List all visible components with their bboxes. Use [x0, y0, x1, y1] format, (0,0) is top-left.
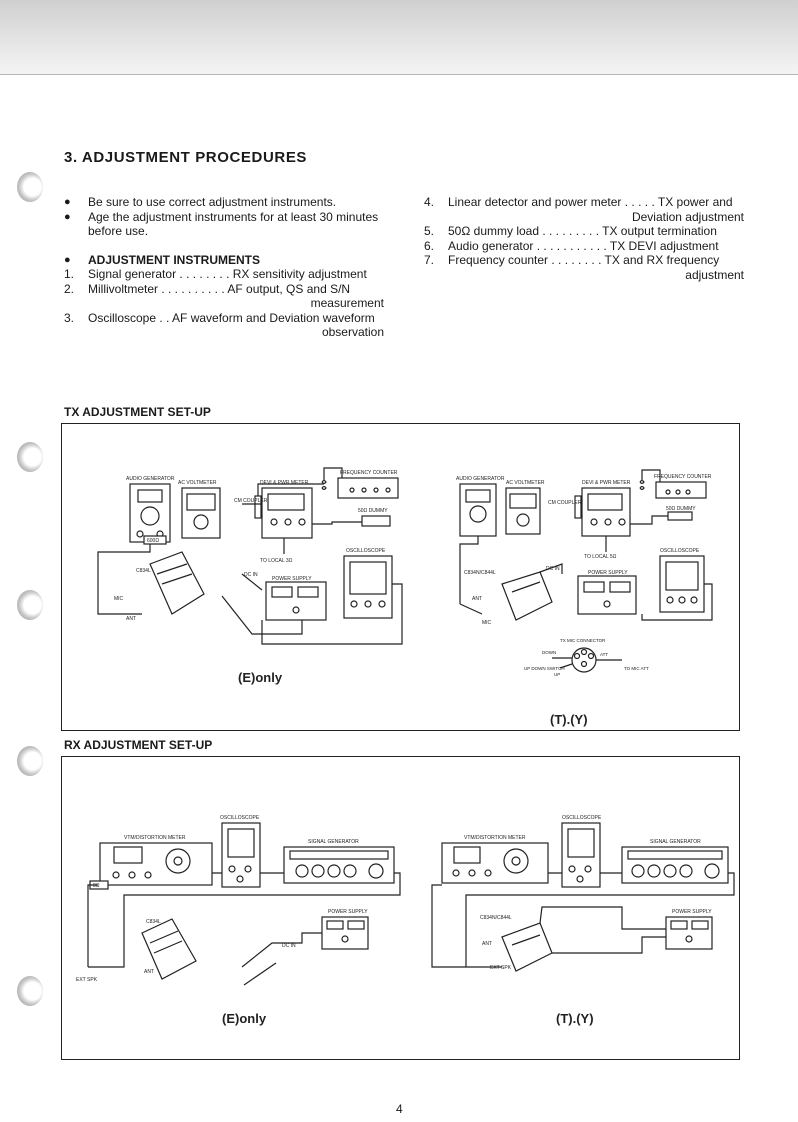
- signal-generator-label: SIGNAL GENERATOR: [308, 839, 359, 845]
- radio-right-label: C834N/C844L: [480, 915, 512, 921]
- devi-pwr-meter-label: DEVI & PWR METER: [582, 480, 631, 486]
- ant-label: ANT: [482, 941, 492, 947]
- rx-setup-heading: RX ADJUSTMENT SET-UP: [64, 738, 213, 752]
- tx-left-setup: AUDIO GENERATOR 600Ω AC VOLTMETER DEVI &…: [97, 467, 403, 645]
- radio-left-label: C834L: [136, 568, 151, 574]
- to-local-left-label: TO LOCAL 3Ω: [260, 558, 293, 564]
- ac-voltmeter-label: AC VOLTMETER: [178, 480, 217, 486]
- vtm-meter-label: VTM/DISTORTION METER: [464, 835, 526, 841]
- oscilloscope-label: OSCILLOSCOPE: [346, 548, 386, 554]
- to-local-right-label: TO LOCAL 5Ω: [584, 554, 617, 560]
- rx-right-setup: VTM/DISTORTION METER OSCILLOSCOPE SIGNAL…: [431, 815, 735, 972]
- rx-left-setup: VTM/DISTORTION METER 8Ω OSCILLOSCOPE SIG…: [76, 815, 401, 986]
- binder-hole: [17, 976, 43, 1006]
- power-supply-label: POWER SUPPLY: [328, 909, 368, 915]
- vtm-meter-label: VTM/DISTORTION METER: [124, 835, 186, 841]
- instrument-item: 3.Oscilloscope . . AF waveform and Devia…: [64, 310, 384, 340]
- oscilloscope-label: OSCILLOSCOPE: [220, 815, 260, 821]
- binder-hole: [17, 590, 43, 620]
- mic-label: MIC: [114, 596, 124, 602]
- cm-coupler-label: CM COUPLER: [548, 500, 582, 506]
- audio-generator-label: AUDIO GENERATOR: [456, 476, 505, 482]
- ext-spk-label: EXT SPK: [490, 965, 512, 971]
- r8-label: 8Ω: [93, 883, 100, 889]
- tx-setup-diagram: AUDIO GENERATOR 600Ω AC VOLTMETER DEVI &…: [61, 423, 740, 731]
- tx-setup-heading: TX ADJUSTMENT SET-UP: [64, 405, 211, 419]
- signal-generator-label: SIGNAL GENERATOR: [650, 839, 701, 845]
- dummy-label: 50Ω DUMMY: [358, 508, 388, 514]
- instrument-item: 4.Linear detector and power meter . . . …: [424, 195, 744, 224]
- bullet-item: ●Age the adjustment instruments for at l…: [64, 209, 379, 239]
- rx-setup-diagram: VTM/DISTORTION METER 8Ω OSCILLOSCOPE SIG…: [61, 756, 740, 1060]
- binder-hole: [17, 172, 43, 202]
- down-label: DOWN: [542, 650, 556, 655]
- tx-caption-left: (E)only: [238, 670, 283, 685]
- dc-in-label: DC IN: [244, 572, 258, 578]
- binder-hole: [17, 746, 43, 776]
- right-text-column: 4.Linear detector and power meter . . . …: [424, 195, 744, 282]
- power-supply-label: POWER SUPPLY: [672, 909, 712, 915]
- radio-left-label: C834L: [146, 919, 161, 925]
- rx-caption-right: (T).(Y): [556, 1011, 594, 1026]
- tx-right-setup: AUDIO GENERATOR AC VOLTMETER DEVI & PWR …: [456, 469, 713, 677]
- oscilloscope-label: OSCILLOSCOPE: [660, 548, 700, 554]
- cm-coupler-label: CM COUPLER: [234, 498, 268, 504]
- rx-caption-left: (E)only: [222, 1011, 267, 1026]
- up-down-switch-label: UP DOWN SWITCH: [524, 666, 565, 671]
- frequency-counter-label: FREQUENCY COUNTER: [654, 474, 712, 480]
- ant-label: ANT: [472, 596, 482, 602]
- page-number: 4: [396, 1102, 403, 1116]
- audio-generator-label: AUDIO GENERATOR: [126, 476, 175, 482]
- instruments-heading: ●ADJUSTMENT INSTRUMENTS: [64, 252, 261, 267]
- up-label: UP: [554, 672, 560, 677]
- oscilloscope-label: OSCILLOSCOPE: [562, 815, 602, 821]
- dc-in-label: DC IN: [546, 566, 560, 572]
- binder-hole: [17, 442, 43, 472]
- instrument-item: 5.50Ω dummy load . . . . . . . . . TX ou…: [424, 224, 717, 238]
- instrument-item: 6.Audio generator . . . . . . . . . . . …: [424, 238, 719, 253]
- devi-pwr-meter-label: DEVI & PWR METER: [260, 480, 309, 486]
- bullet-item: ●Be sure to use correct adjustment instr…: [64, 195, 337, 209]
- tx-mic-connector-label: TX MIC CONNECTOR: [560, 638, 606, 643]
- instrument-item: 2.Millivoltmeter . . . . . . . . . . AF …: [64, 281, 384, 311]
- to-mic-att-label: TO MIC ATT: [624, 666, 649, 671]
- instrument-item: 1.Signal generator . . . . . . . . RX se…: [64, 267, 367, 281]
- power-supply-label: POWER SUPPLY: [272, 576, 312, 582]
- frequency-counter-label: FREQUENCY COUNTER: [340, 470, 398, 476]
- scan-header-band: [0, 0, 798, 75]
- mic-label: MIC: [482, 620, 492, 626]
- power-supply-label: POWER SUPPLY: [588, 570, 628, 576]
- instrument-item: 7.Frequency counter . . . . . . . . TX a…: [424, 253, 744, 282]
- att-label: ATT: [600, 652, 608, 657]
- tx-caption-right: (T).(Y): [550, 712, 588, 727]
- section-title: 3. ADJUSTMENT PROCEDURES: [64, 149, 308, 166]
- dummy-short-label: 50Ω DUMMY: [666, 506, 696, 512]
- ant-label: ANT: [144, 969, 154, 975]
- ac-voltmeter-label: AC VOLTMETER: [506, 480, 545, 486]
- ext-spk-label: EXT SPK: [76, 977, 98, 983]
- dc-in-label: DC IN: [282, 943, 296, 949]
- left-text-column: ●Be sure to use correct adjustment instr…: [64, 195, 384, 340]
- ant-label: ANT: [126, 616, 136, 622]
- r600-label: 600Ω: [147, 538, 159, 544]
- radio-right-label: C834N/C844L: [464, 570, 496, 576]
